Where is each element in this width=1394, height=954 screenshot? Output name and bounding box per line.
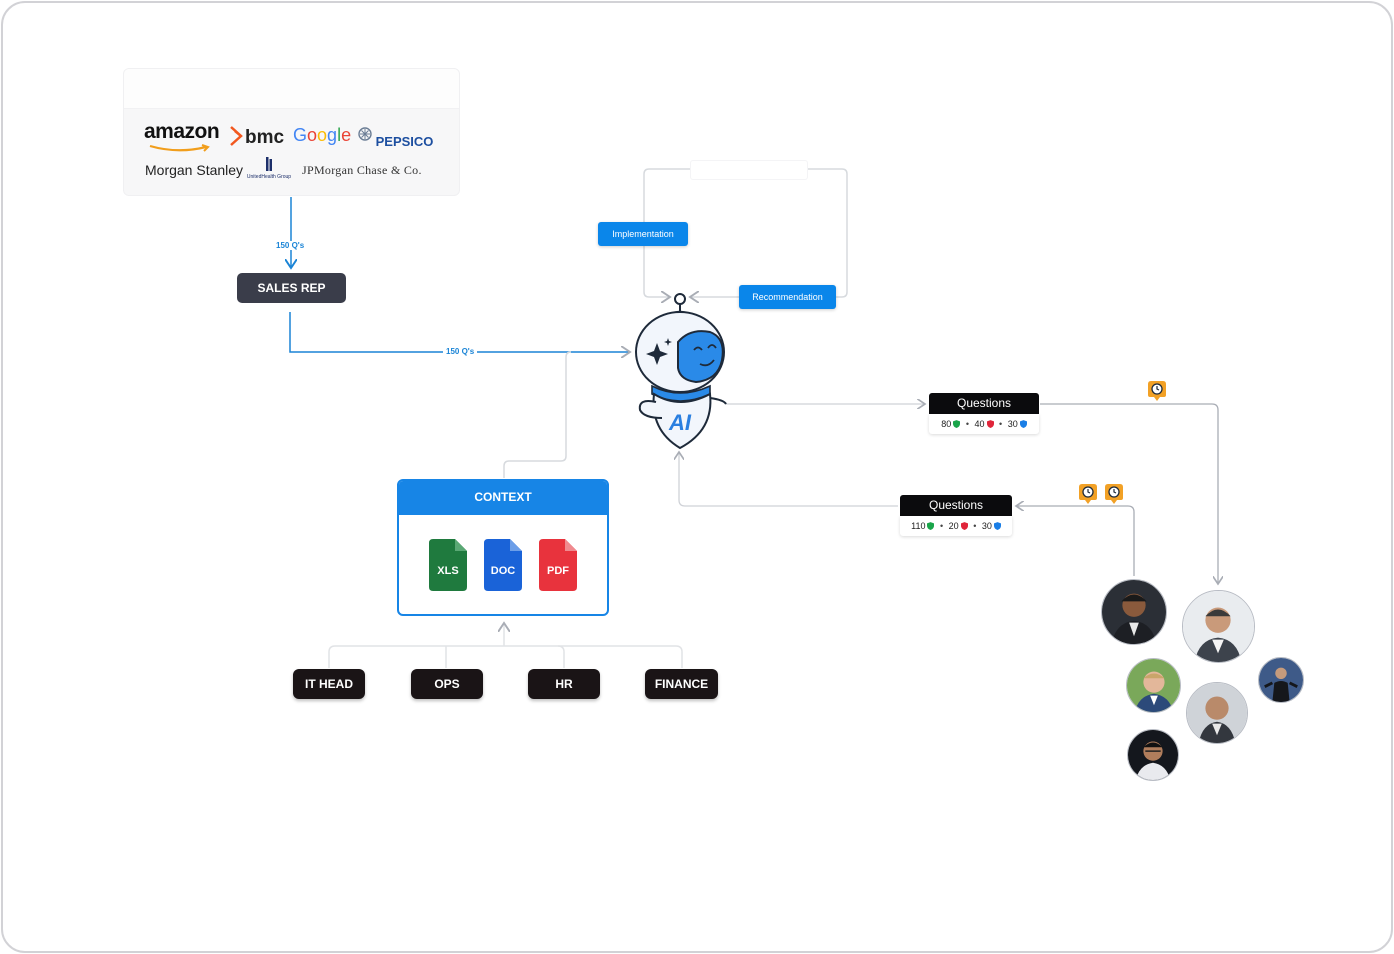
implementation-node[interactable]: Implementation [598, 222, 688, 246]
avatar[interactable] [1258, 657, 1304, 703]
clock-icon [1105, 484, 1123, 504]
morgan-stanley-logo: Morgan Stanley [145, 162, 244, 178]
shield-icon [986, 420, 994, 428]
robot-icon: AI [635, 293, 727, 450]
dept-ops[interactable]: OPS [411, 669, 483, 699]
bmc-logo: bmc [229, 125, 284, 149]
dept-it-head[interactable]: IT HEAD [293, 669, 365, 699]
doc-file-icon[interactable]: DOC [484, 539, 522, 591]
avatar[interactable] [1182, 590, 1255, 663]
context-title: CONTEXT [399, 481, 607, 515]
avatar[interactable] [1126, 658, 1181, 713]
robot-label: AI [668, 410, 692, 435]
avatar[interactable] [1186, 682, 1248, 744]
google-logo: Google [293, 125, 352, 145]
shield-icon [927, 522, 935, 530]
client-card-heading [124, 69, 459, 109]
questions-out-title: Questions [929, 393, 1039, 414]
jpmorgan-logo: JPMorgan Chase & Co. [302, 163, 422, 177]
questions-out-stats: 80 • 40 • 30 [929, 414, 1039, 434]
amazon-logo: amazon [144, 120, 220, 152]
clock-icon [1148, 381, 1166, 401]
avatar[interactable] [1127, 729, 1179, 781]
questions-in-stats: 110 • 20 • 30 [900, 516, 1012, 536]
shield-icon [993, 522, 1001, 530]
shield-icon [960, 522, 968, 530]
recommendation-node[interactable]: Recommendation [739, 285, 836, 309]
xls-file-icon[interactable]: XLS [429, 539, 467, 591]
unitedhealth-logo: UnitedHealth Group [244, 157, 294, 180]
context-box[interactable]: CONTEXT XLS DOC PDF [397, 479, 609, 616]
clock-icon [1079, 484, 1097, 504]
sales-rep-node[interactable]: SALES REP [237, 273, 346, 303]
avatar[interactable] [1101, 579, 1167, 645]
pdf-file-icon[interactable]: PDF [539, 539, 577, 591]
pepsico-logo: PEPSICO [358, 127, 433, 149]
dept-finance[interactable]: FINANCE [645, 669, 718, 699]
questions-out-card[interactable]: Questions 80 • 40 • 30 [929, 393, 1039, 434]
edge-label-clients-sales: 150 Q's [273, 241, 308, 250]
client-logos-card: amazon bmc Google PEPSICO Morgan Stanley… [123, 68, 460, 196]
questions-in-card[interactable]: Questions 110 • 20 • 30 [900, 495, 1012, 536]
shield-icon [1019, 420, 1027, 428]
shield-icon [953, 420, 961, 428]
dept-hr[interactable]: HR [528, 669, 600, 699]
edge-label-sales-ai: 150 Q's [443, 347, 478, 356]
questions-in-title: Questions [900, 495, 1012, 516]
ai-group-label [690, 160, 808, 180]
